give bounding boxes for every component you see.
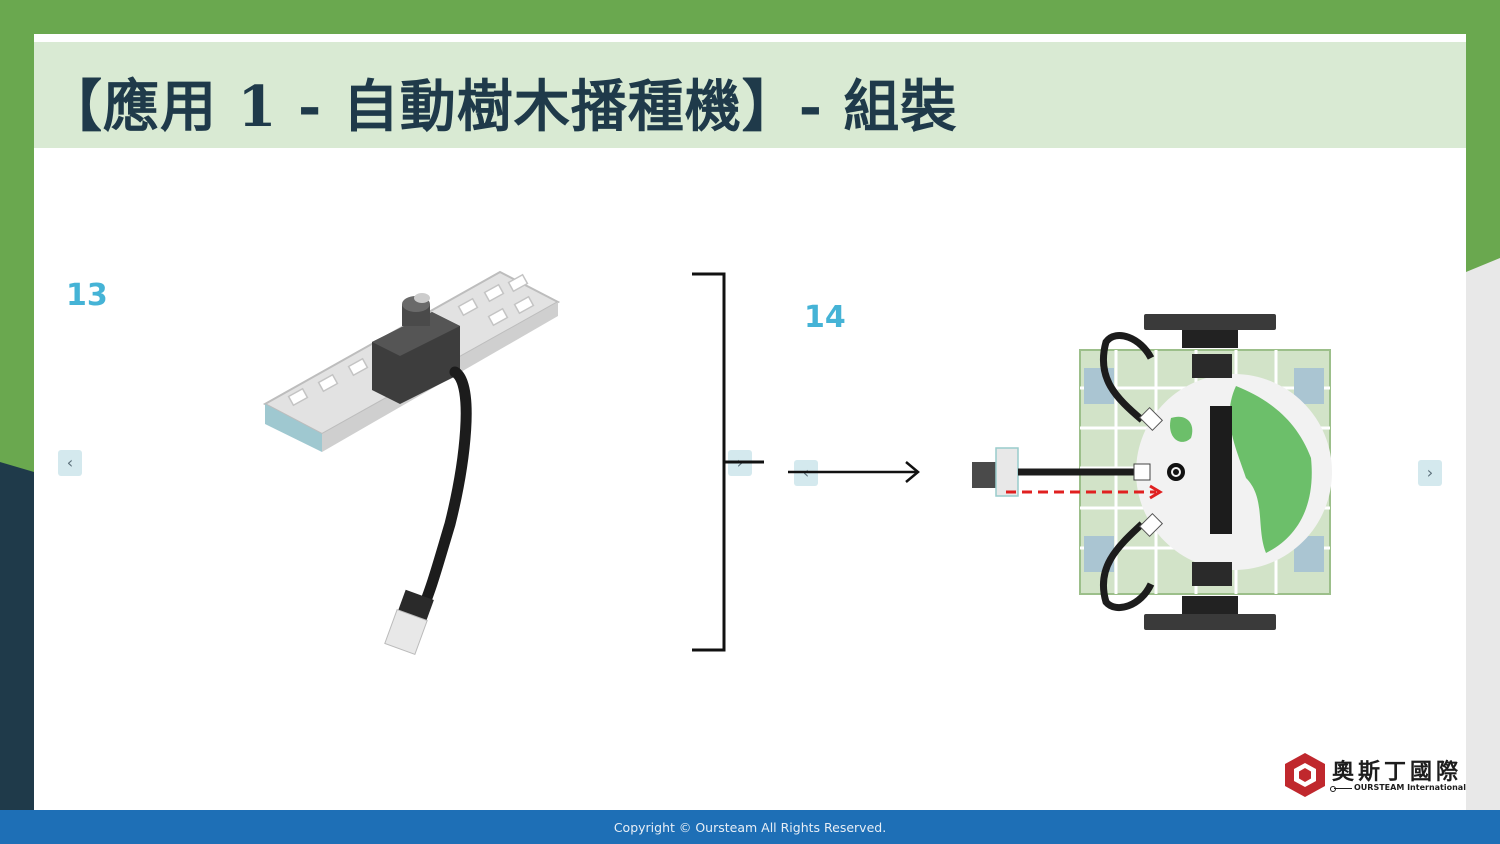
step-number-13: 13 — [66, 278, 108, 313]
chevron-left-icon: ‹ — [66, 453, 74, 472]
logo-chinese-name: 奧斯丁國際 — [1332, 760, 1463, 785]
slide-title: 【應用 1 - 自動樹木播種機】- 組裝 — [46, 74, 958, 140]
direction-arrow-icon — [788, 461, 920, 483]
step-bracket — [692, 272, 764, 652]
title-band: 【應用 1 - 自動樹木播種機】- 組裝 — [34, 42, 1466, 148]
copyright-text: Copyright © Oursteam All Rights Reserved… — [613, 820, 887, 835]
logo-dot — [1330, 786, 1336, 792]
chassis-assembly-illustration — [972, 314, 1332, 630]
logo-english-name: OURSTEAM International — [1354, 783, 1466, 792]
logo-mark-icon — [1285, 753, 1325, 797]
carousel-next-button-2[interactable]: › — [1418, 460, 1442, 486]
carousel-prev-button[interactable]: ‹ — [58, 450, 82, 476]
chevron-right-icon: › — [1426, 463, 1434, 482]
servo-plate-illustration — [262, 270, 561, 656]
step-number-14: 14 — [804, 300, 846, 335]
company-logo: 奧斯丁國際 OURSTEAM International — [1284, 752, 1466, 800]
footer-bar: Copyright © Oursteam All Rights Reserved… — [0, 810, 1500, 844]
logo-rule — [1334, 788, 1352, 789]
